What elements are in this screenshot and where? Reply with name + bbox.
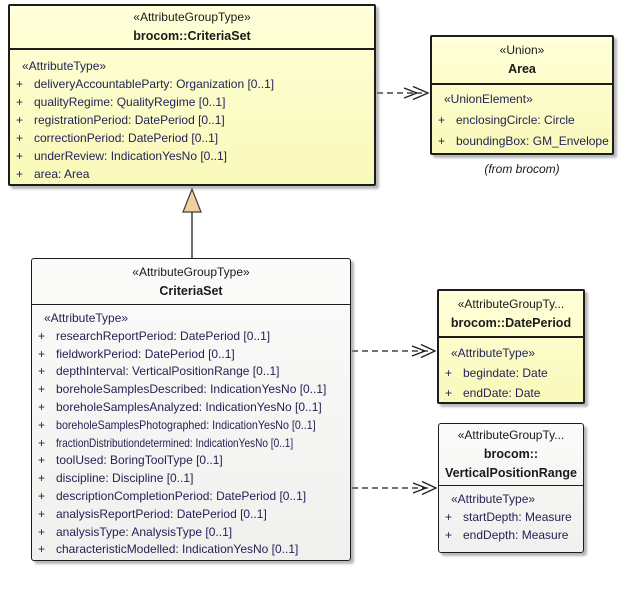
attribute-row: +deliveryAccountableParty: Organization …: [10, 75, 374, 93]
section-label: «AttributeType»: [44, 311, 129, 325]
attribute-row: +area: Area: [10, 165, 374, 183]
visibility-plus: +: [38, 524, 46, 539]
visibility-plus: +: [445, 528, 453, 542]
attribute-row: +fractionDistributiondetermined: Indicat…: [32, 435, 350, 453]
visibility-plus: +: [16, 77, 24, 91]
visibility-plus: +: [438, 134, 446, 148]
visibility-plus: +: [38, 453, 46, 468]
class-stereotype: «AttributeGroupType»: [132, 264, 250, 279]
attribute-row: +startDepth: Measure: [439, 508, 583, 526]
attribute-row: +boreholeSamplesPhotographed: Indication…: [32, 417, 350, 435]
from-package-note: (from brocom): [484, 162, 560, 176]
attribute-row: +underReview: IndicationYesNo [0..1]: [10, 147, 374, 165]
class-header: «AttributeGroupType» CriteriaSet: [32, 259, 350, 305]
dependency-arrow-verticalpositionrange: [352, 480, 438, 496]
visibility-plus: +: [445, 386, 453, 400]
visibility-plus: +: [438, 113, 446, 127]
section-label: «UnionElement»: [444, 92, 533, 106]
visibility-plus: +: [16, 167, 24, 181]
visibility-plus: +: [16, 95, 24, 109]
class-stereotype: «AttributeGroupTy...: [457, 428, 565, 442]
visibility-plus: +: [38, 542, 46, 557]
class-criteriaset: «AttributeGroupType» CriteriaSet «Attrib…: [31, 258, 351, 561]
class-brocom-dateperiod: «AttributeGroupTy... brocom::DatePeriod …: [437, 289, 585, 404]
attribute-row: +discipline: Discipline [0..1]: [32, 470, 350, 488]
generalization-arrow: [182, 187, 202, 258]
attribute-row: +enclosingCircle: Circle: [432, 110, 612, 131]
class-brocom-verticalpositionrange: «AttributeGroupTy... brocom:: VerticalPo…: [438, 423, 584, 553]
attribute-row: +qualityRegime: QualityRegime [0..1]: [10, 93, 374, 111]
visibility-plus: +: [38, 364, 46, 379]
section-label: «AttributeType»: [22, 59, 107, 73]
attributes-compartment: «AttributeType» +deliveryAccountablePart…: [10, 50, 374, 183]
dependency-arrow-area: [377, 85, 430, 101]
attribute-row: +correctionPeriod: DatePeriod [0..1]: [10, 129, 374, 147]
visibility-plus: +: [38, 399, 46, 414]
attribute-row: +boreholeSamplesAnalyzed: IndicationYesN…: [32, 399, 350, 417]
visibility-plus: +: [38, 488, 46, 503]
class-stereotype: «Union»: [499, 43, 545, 57]
class-name: brocom::DatePeriod: [450, 315, 572, 330]
visibility-plus: +: [38, 471, 46, 486]
visibility-plus: +: [38, 435, 46, 450]
class-name-line1: brocom::: [483, 447, 539, 461]
attribute-row: +registrationPeriod: DatePeriod [0..1]: [10, 111, 374, 129]
class-header: «Union» Area: [432, 37, 612, 85]
class-stereotype: «AttributeGroupTy...: [457, 296, 565, 311]
visibility-plus: +: [16, 149, 24, 163]
attribute-row: +boreholeSamplesDescribed: IndicationYes…: [32, 381, 350, 399]
class-header: «AttributeGroupTy... brocom:: VerticalPo…: [439, 424, 583, 486]
attribute-row: +descriptionCompletionPeriod: DatePeriod…: [32, 488, 350, 506]
attributes-compartment: «AttributeType» +startDepth: Measure +en…: [439, 486, 583, 544]
attribute-row: +begindate: Date: [439, 363, 583, 383]
class-name: Area: [508, 62, 536, 76]
visibility-plus: +: [38, 382, 46, 397]
visibility-plus: +: [38, 328, 46, 343]
section-label: «AttributeType»: [451, 346, 536, 360]
attribute-row: +characteristicModelled: IndicationYesNo…: [32, 541, 350, 559]
visibility-plus: +: [38, 417, 46, 432]
visibility-plus: +: [16, 131, 24, 145]
attributes-compartment: «UnionElement» +enclosingCircle: Circle …: [432, 85, 612, 152]
attribute-row: +endDepth: Measure: [439, 526, 583, 544]
attributes-compartment: «AttributeType» +begindate: Date +endDat…: [439, 338, 583, 403]
attribute-row: +fieldworkPeriod: DatePeriod [0..1]: [32, 346, 350, 364]
class-header: «AttributeGroupTy... brocom::DatePeriod: [439, 291, 583, 338]
class-name: brocom::CriteriaSet: [133, 29, 251, 43]
class-stereotype: «AttributeGroupType»: [133, 10, 251, 24]
visibility-plus: +: [38, 506, 46, 521]
attribute-row: +toolUsed: BoringToolType [0..1]: [32, 452, 350, 470]
section-label: «AttributeType»: [451, 492, 536, 506]
visibility-plus: +: [38, 346, 46, 361]
attribute-row: +researchReportPeriod: DatePeriod [0..1]: [32, 328, 350, 346]
attributes-compartment: «AttributeType» +researchReportPeriod: D…: [32, 305, 350, 559]
visibility-plus: +: [445, 510, 453, 524]
attribute-row: +boundingBox: GM_Envelope: [432, 131, 612, 152]
class-area: «Union» Area «UnionElement» +enclosingCi…: [430, 35, 614, 155]
attribute-row: +endDate: Date: [439, 383, 583, 403]
class-header: «AttributeGroupType» brocom::CriteriaSet: [10, 6, 374, 50]
class-name: CriteriaSet: [159, 283, 223, 298]
class-brocom-criteriaset: «AttributeGroupType» brocom::CriteriaSet…: [8, 4, 376, 186]
class-name-line2: VerticalPositionRange: [445, 466, 577, 480]
attribute-row: +analysisType: AnalysisType [0..1]: [32, 524, 350, 542]
attribute-row: +depthInterval: VerticalPositionRange [0…: [32, 363, 350, 381]
visibility-plus: +: [445, 366, 453, 380]
attribute-row: +analysisReportPeriod: DatePeriod [0..1]: [32, 506, 350, 524]
dependency-arrow-dateperiod: [352, 343, 437, 359]
visibility-plus: +: [16, 113, 24, 127]
